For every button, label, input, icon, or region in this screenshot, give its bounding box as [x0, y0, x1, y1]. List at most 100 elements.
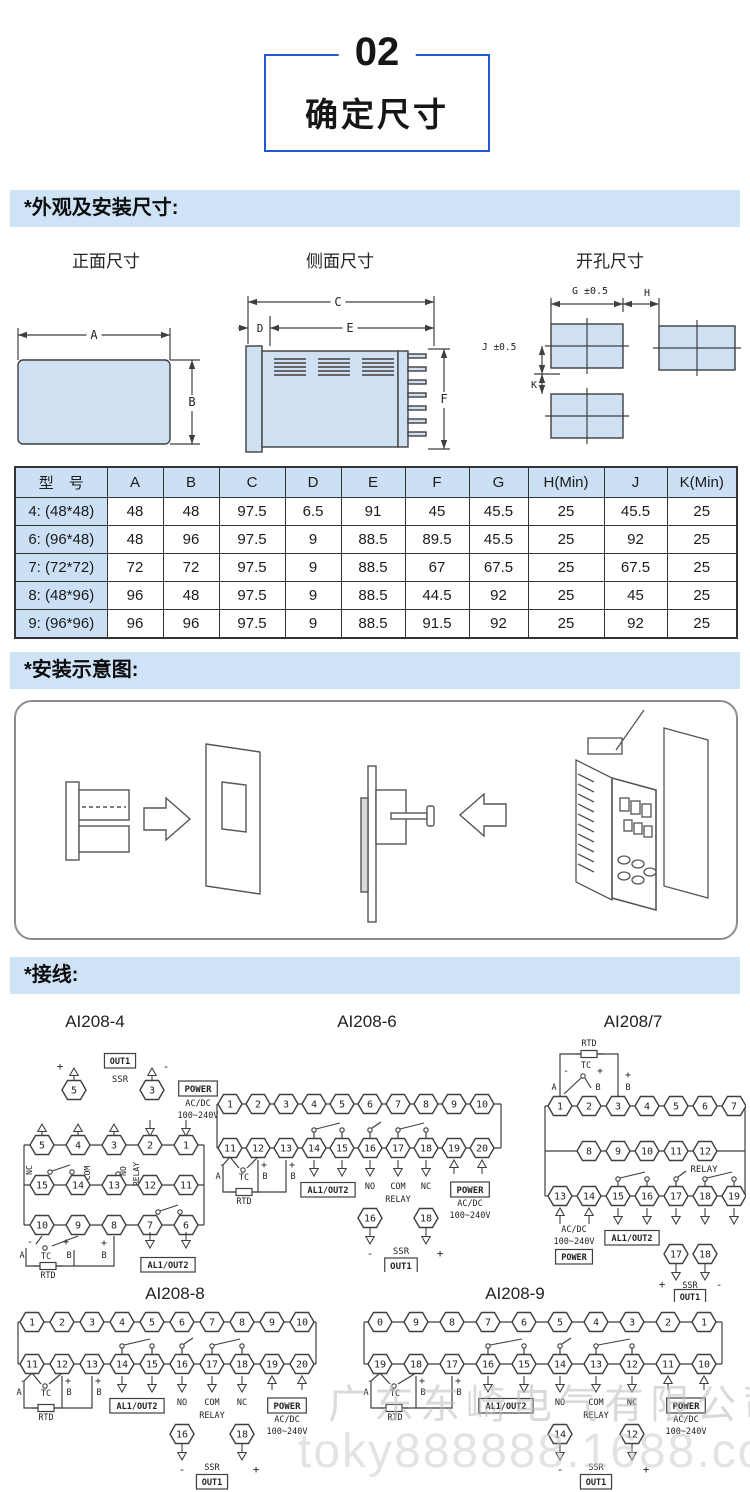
diagram-label: TC — [239, 1173, 249, 1183]
section-number: 02 — [338, 29, 416, 75]
terminal-hex — [173, 1174, 199, 1196]
terminal-number: 11 — [662, 1360, 674, 1371]
terminal-hex — [329, 1093, 355, 1115]
side-view-title: 侧面尺寸 — [306, 252, 374, 271]
diagram-rect — [407, 418, 427, 424]
open-arrow — [554, 1451, 566, 1462]
label-box — [267, 1397, 307, 1414]
terminal-number: 12 — [699, 1147, 711, 1158]
value-cell: 67 — [404, 553, 470, 582]
terminal-number: 6 — [702, 1102, 708, 1113]
open-arrow — [641, 1215, 653, 1226]
resistor — [39, 1261, 57, 1271]
diagram-line — [35, 1235, 43, 1245]
resistor — [235, 1187, 253, 1197]
open-arrow — [662, 1374, 674, 1385]
diagram-label: - — [563, 1066, 569, 1077]
terminal-number: 6 — [367, 1100, 373, 1111]
contact-circle — [593, 1343, 599, 1349]
arrowhead — [538, 385, 546, 394]
terminal-hex — [619, 1423, 645, 1445]
arrowhead — [440, 440, 448, 449]
terminal-hex — [367, 1353, 393, 1375]
terminal-hex — [19, 1353, 45, 1375]
open-arrow — [670, 1215, 682, 1226]
value-cell: 92 — [468, 581, 529, 610]
wiring-title-ai208-6: AI208-6 — [337, 1012, 397, 1031]
dimension-label: E — [346, 321, 353, 335]
terminal-hex — [229, 1423, 255, 1445]
diagram-label: + — [289, 1160, 295, 1171]
boxed-label: POWER — [273, 1402, 301, 1412]
terminal-number: 3 — [149, 1086, 155, 1097]
value-cell: 67.5 — [603, 553, 668, 582]
terminal-hex — [605, 1095, 631, 1117]
diagram-label: 100~240V — [178, 1111, 219, 1121]
value-cell: 88.5 — [340, 553, 406, 582]
section-header-install: *安装示意图: — [10, 652, 740, 689]
open-arrow — [180, 1239, 192, 1250]
diagram-line — [246, 1156, 259, 1169]
terminal-hex — [137, 1134, 163, 1156]
value-cell: 45.5 — [468, 525, 529, 554]
diagram-label: + — [437, 1247, 444, 1260]
front-view-title: 正面尺寸 — [72, 252, 140, 271]
value-cell: 48 — [106, 525, 164, 554]
terminal-hex — [357, 1137, 383, 1159]
diagram-label: B — [101, 1251, 106, 1261]
boxed-label: OUT1 — [110, 1057, 130, 1067]
contact-circle — [47, 1169, 53, 1175]
terminal-number: 2 — [147, 1141, 153, 1152]
diagram-label: RELAY — [199, 1411, 225, 1421]
boxed-label: OUT1 — [680, 1293, 700, 1302]
terminal-number: 16 — [482, 1360, 494, 1371]
value-cell: 9 — [284, 609, 342, 639]
boxed-label: POWER — [672, 1402, 700, 1412]
diagram-label: SSR — [393, 1247, 410, 1257]
diagram-label: B — [456, 1388, 461, 1398]
terminal-hex — [721, 1095, 746, 1117]
diagram-line — [54, 1376, 63, 1409]
label-box — [604, 1229, 660, 1246]
col-header: E — [340, 466, 406, 498]
diagram-label: + — [63, 1237, 69, 1248]
terminal-hex — [691, 1311, 717, 1333]
diagram-rect — [407, 405, 427, 411]
terminal-number: 17 — [392, 1144, 404, 1155]
open-arrow — [518, 1383, 530, 1394]
open-arrow — [392, 1167, 404, 1178]
value-cell: 25 — [527, 553, 605, 582]
terminal-hex — [413, 1137, 439, 1159]
diagram-label: RTD — [581, 1039, 596, 1049]
terminal-number: 17 — [446, 1360, 458, 1371]
terminal-number: 12 — [56, 1360, 68, 1371]
terminal-hex — [29, 1214, 55, 1236]
diagram-label: - — [179, 1463, 186, 1476]
terminal-number: 0 — [377, 1318, 383, 1329]
page-title: 确定尺寸 — [305, 96, 449, 133]
terminal-number: 9 — [75, 1221, 81, 1232]
cutout-view-title: 开孔尺寸 — [576, 252, 644, 271]
switch-blade — [51, 1164, 71, 1172]
terminal-number: 19 — [448, 1144, 460, 1155]
diagram-rect — [407, 431, 427, 437]
diagram-label: SSR — [682, 1281, 698, 1291]
diagram-label: COM — [204, 1398, 219, 1408]
terminal-hex — [583, 1311, 609, 1333]
contact-circle — [644, 1176, 650, 1182]
terminal-hex — [692, 1185, 718, 1207]
switch-blade — [399, 1122, 425, 1130]
section-number-box: 02 确定尺寸 — [264, 29, 490, 152]
diagram-label: - — [219, 1160, 225, 1171]
terminal-number: 16 — [641, 1192, 653, 1203]
terminal-number: 12 — [626, 1430, 638, 1441]
diagram-line — [51, 1235, 79, 1247]
terminal-number: 16 — [176, 1430, 188, 1441]
value-cell: 45.5 — [468, 497, 529, 526]
terminal-hex — [692, 1140, 718, 1162]
terminal-hex — [547, 1185, 573, 1207]
